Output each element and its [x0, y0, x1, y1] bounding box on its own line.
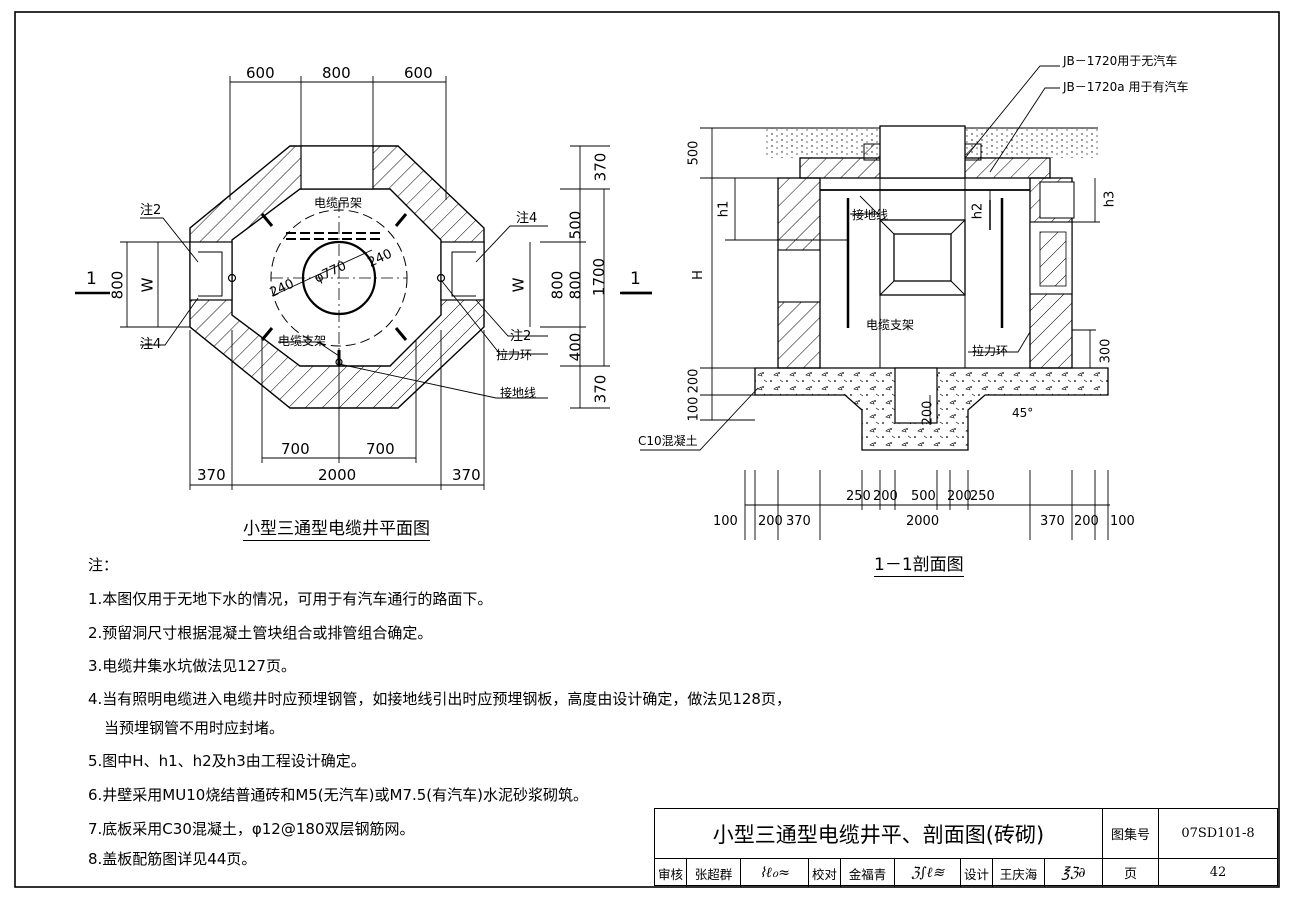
section-dim-100: 100	[686, 396, 702, 422]
section-mark: 1	[630, 269, 641, 289]
section-neck	[879, 125, 966, 179]
review-label: 审核	[655, 859, 687, 887]
section-view	[620, 65, 1110, 540]
section-dim-bl-2: 200	[758, 514, 783, 529]
check-label: 校对	[809, 859, 841, 887]
plan-dim-top-1: 600	[246, 64, 275, 82]
section-dim-300: 300	[1098, 338, 1114, 364]
section-label-pull-ring: 拉力环	[972, 344, 1009, 358]
review-name: 张超群	[687, 859, 741, 887]
plan-label-note2-right: 注2	[510, 329, 532, 344]
sheet-border	[14, 11, 1280, 888]
plan-dim-bottom-1: 370	[197, 466, 226, 484]
section-c10: C10混凝土	[638, 434, 698, 448]
design-label: 设计	[961, 859, 993, 887]
section-dim-bl-7: 100	[1110, 514, 1135, 529]
plan-caption: 小型三通型电缆井平面图	[243, 519, 430, 541]
section-angle: 45°	[1012, 406, 1034, 420]
plan-label-ground-wire: 接地线	[500, 386, 537, 400]
plan-dim-right-2: 500	[566, 210, 585, 240]
design-name: 王庆海	[993, 859, 1045, 887]
plan-label-note4-left: 注4	[140, 337, 162, 352]
plan-dim-right-800: 800	[548, 270, 567, 300]
plan-dim-right-5: 370	[591, 374, 610, 404]
plan-dim-left-800: 800	[108, 270, 127, 300]
note-7: 7.底板采用C30混凝土，φ12@180双层钢筋网。	[88, 820, 415, 838]
plan-dim-bottom-inner-1: 700	[281, 440, 310, 458]
section-dim-bl-1: 100	[713, 514, 738, 529]
plan-label-note2-left: 注2	[140, 203, 162, 218]
plan-w-right: W	[509, 277, 528, 293]
note-4-cont: 当预埋钢管不用时应封堵。	[104, 719, 285, 737]
section-dim-bu-4: 200	[947, 489, 972, 504]
plan-dim-right-total: 1700	[590, 257, 609, 297]
note-2: 2.预留洞尺寸根据混凝土管块组合或排管组合确定。	[88, 624, 433, 642]
plan-dim-right-3: 800	[566, 270, 585, 300]
plan-label-pull-ring: 拉力环	[496, 348, 533, 362]
page-number: 42	[1209, 864, 1227, 880]
section-cover-a: JB－1720用于无汽车	[1063, 54, 1178, 68]
section-dim-bu-2: 200	[873, 489, 898, 504]
section-caption: 1－1剖面图	[874, 555, 964, 577]
section-label-cable-support: 电缆支架	[866, 318, 915, 332]
note-5: 5.图中H、h1、h2及h3由工程设计确定。	[88, 752, 366, 770]
section-dim-bu-5: 250	[970, 489, 995, 504]
plan-dim-right-1: 370	[591, 152, 610, 182]
section-label-ground-wire: 接地线	[852, 208, 889, 222]
plan-dim-bottom-3: 370	[452, 466, 481, 484]
plan-dim-bottom-inner-2: 700	[366, 440, 395, 458]
plan-right-opening	[440, 241, 485, 301]
plan-dim-top-3: 600	[404, 64, 433, 82]
check-signature: ℨ∫ℓ≋	[895, 859, 961, 887]
section-dim-200: 200	[686, 368, 702, 394]
note-4: 4.当有照明电缆进入电缆井时应预埋钢管，如接地线引出时应预埋钢板，高度由设计确定…	[88, 690, 791, 708]
plan-view	[75, 76, 652, 490]
title-block: 小型三通型电缆井平、剖面图(砖砌) 图集号 07SD101-8 页 42 审核 …	[654, 808, 1278, 887]
section-dim-bu-3: 500	[911, 489, 936, 504]
section-dim-bl-5: 370	[1040, 514, 1065, 529]
check-name: 金福青	[841, 859, 895, 887]
plan-dim-bottom-2: 2000	[318, 466, 357, 484]
plan-label-cable-support: 电缆支架	[278, 334, 327, 348]
design-signature: ℥ℨ∂	[1045, 859, 1103, 887]
section-dim-h2: h2	[970, 202, 986, 220]
section-dim-500: 500	[686, 140, 702, 166]
review-signature: ⌇ℓℴ≈	[741, 859, 809, 887]
section-dim-h3: h3	[1102, 190, 1118, 208]
title-block-title: 小型三通型电缆井平、剖面图(砖砌)	[655, 809, 1103, 859]
note-3: 3.电缆井集水坑做法见127页。	[88, 657, 296, 675]
plan-dim-right-4: 400	[566, 332, 585, 362]
section-dim-bl-6: 200	[1074, 514, 1099, 529]
plan-top-opening	[300, 145, 374, 190]
section-dim-h1: h1	[716, 200, 732, 218]
note-1: 1.本图仅用于无地下水的情况，可用于有汽车通行的路面下。	[88, 590, 493, 608]
note-8: 8.盖板配筋图详见44页。	[88, 850, 257, 868]
plan-section-mark: 1	[86, 269, 97, 289]
section-dim-bl-4: 2000	[906, 514, 940, 529]
section-dim-H: H	[690, 270, 706, 280]
notes-title: 注：	[88, 556, 119, 574]
plan-w-left: W	[138, 277, 157, 293]
plan-label-cable-hanger: 电缆吊架	[314, 196, 363, 210]
section-cover-b: JB－1720a 用于有汽车	[1063, 80, 1189, 94]
page-label: 页	[1103, 859, 1159, 885]
plan-dim-top-2: 800	[322, 64, 351, 82]
note-6: 6.井壁采用MU10烧结普通砖和M5(无汽车)或M7.5(有汽车)水泥砂浆砌筑。	[88, 786, 589, 804]
section-dim-bu-1: 250	[846, 489, 871, 504]
plan-left-opening	[189, 241, 233, 301]
atlas-label: 图集号	[1103, 809, 1159, 859]
section-dim-sump-200: 200	[920, 400, 936, 426]
section-dim-bl-3: 370	[786, 514, 811, 529]
plan-label-note4-right: 注4	[516, 211, 538, 226]
atlas-number: 07SD101-8	[1159, 809, 1277, 859]
